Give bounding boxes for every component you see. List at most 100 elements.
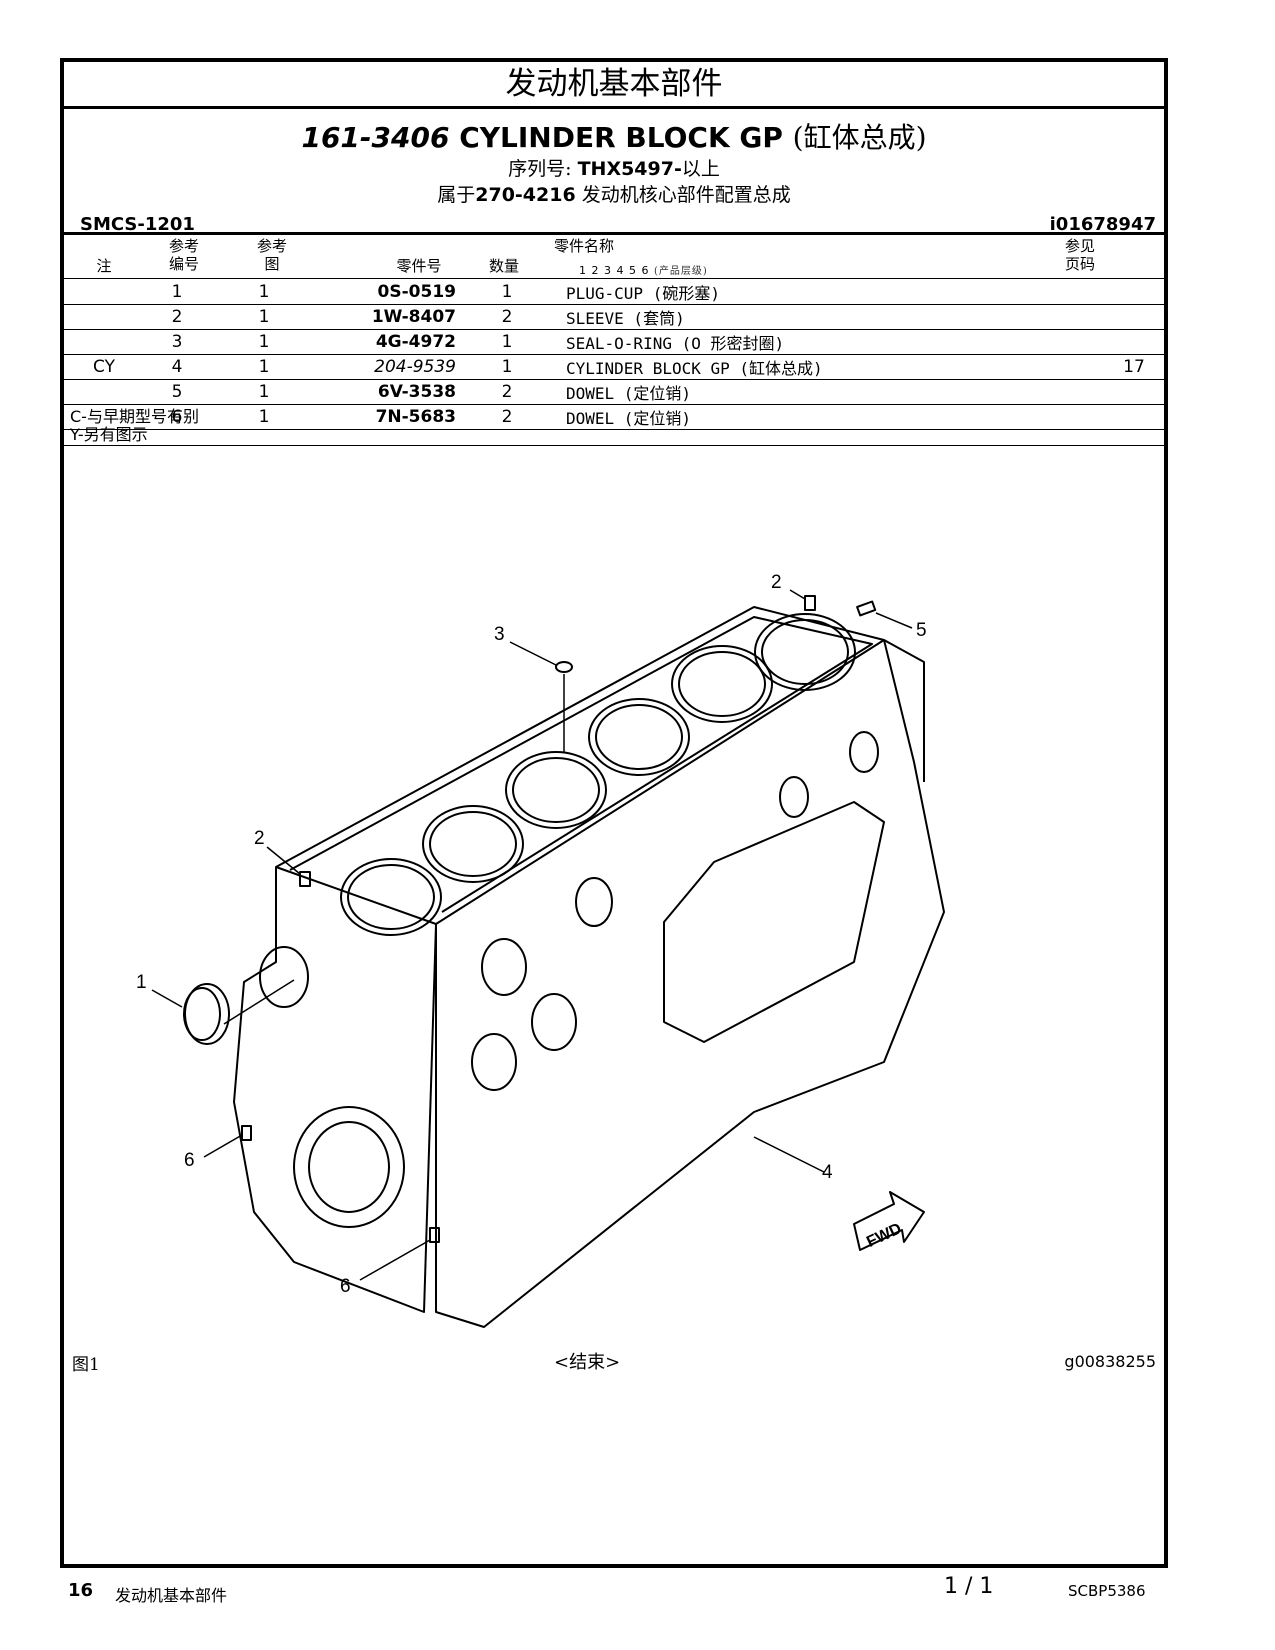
row-ref: 6 — [144, 404, 210, 430]
section-title: 发动机基本部件 — [64, 62, 1164, 109]
legend-c-code: C- — [70, 407, 87, 426]
side-port — [849, 731, 879, 773]
serial-value: THX5497- — [577, 158, 682, 180]
table-row: 1 1 0S-0519 1 PLUG-CUP (碗形塞) — [64, 280, 1164, 305]
cylinder-bore — [754, 613, 856, 691]
block-side — [435, 639, 945, 1328]
belongs-line: 属于270-4216 发动机核心部件配置总成 — [64, 182, 1164, 208]
callout-label: 6 — [184, 1150, 195, 1171]
cylinder-bore — [505, 751, 607, 829]
title-block: 161-3406 CYLINDER BLOCK GP (缸体总成) 序列号: T… — [64, 120, 1164, 208]
row-fig: 1 — [210, 354, 318, 380]
table-row: 5 1 6V-3538 2 DOWEL (定位销) — [64, 379, 1164, 405]
row-qty: 1 — [456, 280, 558, 305]
block-deck — [275, 606, 885, 925]
col-note-header: 注 — [96, 257, 112, 275]
row-ref: 2 — [144, 304, 210, 330]
deck-inner-edge — [289, 616, 873, 913]
row-page — [1104, 379, 1164, 405]
col-page-header-b: 页码 — [1064, 255, 1095, 273]
row-qty: 2 — [456, 304, 558, 330]
row-note — [64, 404, 144, 430]
parts-table: 1 1 0S-0519 1 PLUG-CUP (碗形塞) 2 1 1W-8407… — [64, 280, 1164, 430]
table-row: CY 4 1 204-9539 1 CYLINDER BLOCK GP (缸体总… — [64, 354, 1164, 380]
row-name: DOWEL (定位销) — [558, 404, 1104, 430]
fwd-arrow — [853, 1191, 925, 1251]
footer-page-number: 16 — [68, 1580, 94, 1601]
row-part-number: 0S-0519 — [318, 280, 456, 305]
row-part-number: 7N-5683 — [318, 404, 456, 430]
part-name-cn: (缸体总成) — [792, 121, 927, 154]
cylinder-bore — [429, 811, 517, 877]
cup-plug-bore — [259, 946, 309, 1008]
row-qty: 1 — [456, 329, 558, 355]
legend-y: Y-另有图示 — [70, 426, 199, 444]
end-label: <结束> — [554, 1352, 621, 1373]
col-page-header-a: 参见 — [1064, 237, 1095, 255]
row-fig: 1 — [210, 404, 318, 430]
row-page — [1104, 404, 1164, 430]
cylinder-bore — [347, 864, 435, 930]
row-note — [64, 304, 144, 330]
belongs-name: 发动机核心部件配置总成 — [581, 184, 791, 206]
crankshaft-bore-inner — [308, 1121, 390, 1213]
col-qty-header: 数量 — [488, 257, 519, 275]
footer-title: 发动机基本部件 — [115, 1586, 228, 1605]
row-ref: 5 — [144, 379, 210, 405]
cylinder-block-illustration: 1 2 2 3 4 5 6 6 FWD — [136, 572, 945, 1328]
fwd-label: FWD — [864, 1220, 904, 1251]
callout-label: 4 — [822, 1162, 833, 1183]
row-ref: 3 — [144, 329, 210, 355]
levels-note: (产品层级) — [653, 266, 708, 277]
footer-doc-id: SCBP5386 — [1068, 1582, 1146, 1600]
table-row: 6 1 7N-5683 2 DOWEL (定位销) — [64, 404, 1164, 430]
belongs-label: 属于 — [437, 184, 476, 206]
callout-label: 6 — [340, 1276, 351, 1297]
legend-y-text: 另有图示 — [83, 425, 148, 444]
figure-label: 图1 — [72, 1355, 100, 1375]
row-fig: 1 — [210, 379, 318, 405]
part-number: 161-3406 — [301, 121, 450, 154]
o-ring-seal — [555, 661, 573, 673]
row-ref: 4 — [144, 354, 210, 380]
callout-label: 1 — [136, 972, 147, 993]
callout-label: 3 — [494, 624, 505, 645]
illustration-divider — [64, 445, 1164, 446]
row-note — [64, 280, 144, 305]
legend-c-text: 与早期型号有别 — [86, 407, 199, 426]
smcs-code: SMCS-1201 — [80, 214, 195, 235]
row-fig: 1 — [210, 280, 318, 305]
cup-plug-face — [183, 987, 221, 1041]
row-name: PLUG-CUP (碗形塞) — [558, 280, 1104, 305]
row-qty: 2 — [456, 379, 558, 405]
side-cover-flange — [663, 801, 885, 1043]
callout-labels: 1 2 2 3 4 5 6 6 FWD — [136, 572, 927, 1297]
sleeve — [804, 595, 816, 611]
part-title: 161-3406 CYLINDER BLOCK GP (缸体总成) — [64, 120, 1164, 156]
dowel — [856, 600, 877, 617]
row-note: CY — [64, 354, 144, 380]
cylinder-bore — [512, 757, 600, 823]
cylinder-bore — [422, 805, 524, 883]
callout-label: 5 — [916, 620, 927, 641]
serial-suffix: 以上 — [681, 158, 720, 180]
table-row: 3 1 4G-4972 1 SEAL-O-RING (O 形密封圈) — [64, 329, 1164, 355]
row-qty: 1 — [456, 354, 558, 380]
row-page: 17 — [1104, 354, 1164, 380]
callout-leaders — [151, 589, 913, 1281]
col-ref-header-b: 编号 — [168, 255, 199, 273]
col-name-header: 零件名称 — [553, 237, 614, 255]
row-qty: 2 — [456, 404, 558, 430]
side-port — [779, 776, 809, 818]
side-port — [531, 993, 577, 1051]
cylinder-bore — [588, 698, 690, 776]
part-name: CYLINDER BLOCK GP — [459, 121, 783, 154]
legend-c: C-与早期型号有别 — [70, 408, 199, 426]
side-port — [575, 877, 613, 927]
row-name: CYLINDER BLOCK GP (缸体总成) — [558, 354, 1104, 380]
illustration-id: i01678947 — [1049, 214, 1156, 235]
levels-numbers: 1 2 3 4 5 6 — [579, 264, 650, 277]
row-page — [1104, 304, 1164, 330]
legend: C-与早期型号有别 Y-另有图示 — [70, 408, 199, 444]
row-part-number: 1W-8407 — [318, 304, 456, 330]
